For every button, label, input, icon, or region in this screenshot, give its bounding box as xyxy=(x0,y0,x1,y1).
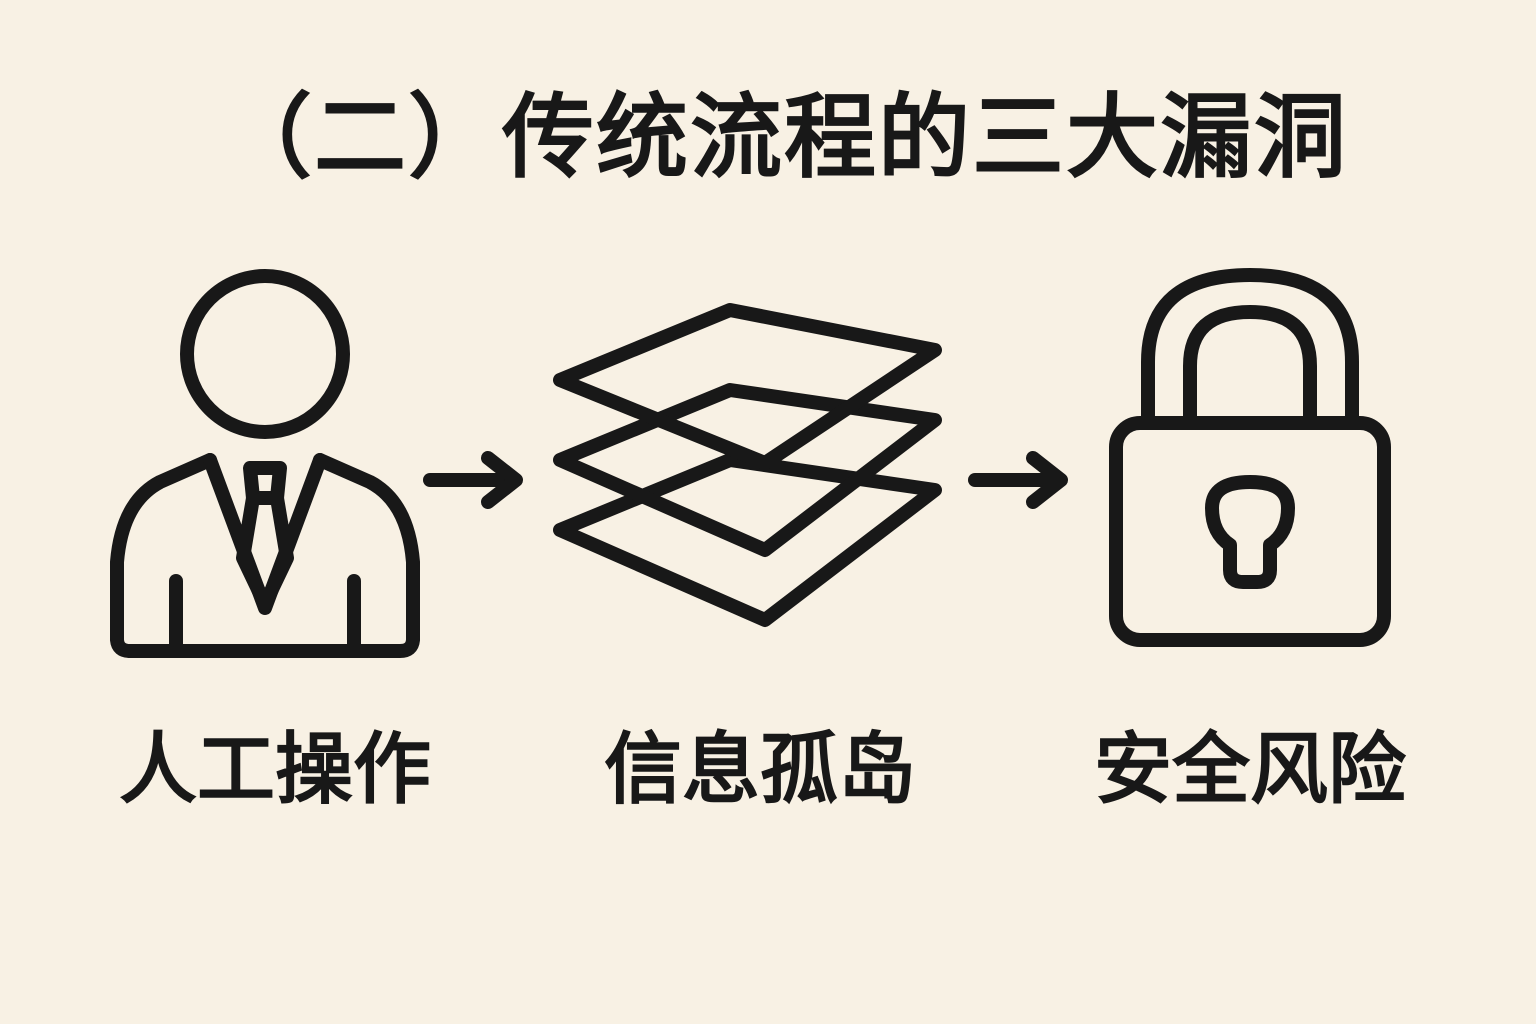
right-arrow-icon xyxy=(968,451,1068,509)
node-label-security-risk: 安全风险 xyxy=(1093,725,1406,815)
stacked-layers-icon xyxy=(553,303,942,627)
page-title: （二）传统流程的三大漏洞 xyxy=(220,84,1349,191)
node-label-information-silos: 信息孤岛 xyxy=(603,725,916,815)
person-with-tie-icon xyxy=(110,269,420,658)
padlock-icon xyxy=(1109,268,1391,647)
right-arrow-icon xyxy=(423,451,523,509)
node-label-manual-operation: 人工操作 xyxy=(118,725,431,815)
